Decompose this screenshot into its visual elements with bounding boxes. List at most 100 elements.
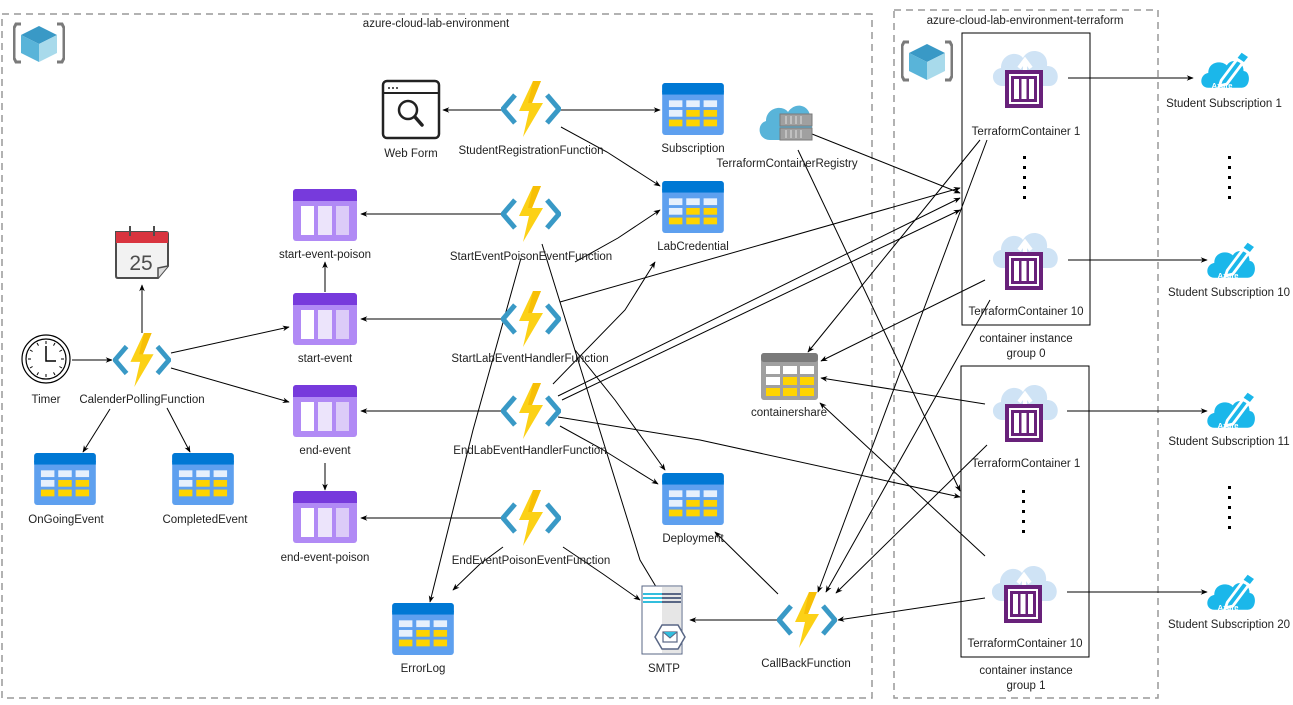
calendar-day: 25 <box>129 252 152 275</box>
node-label: Student Subscription 20 <box>1168 619 1290 631</box>
azure-function-icon <box>779 592 835 648</box>
storage-table-icon <box>662 83 724 135</box>
edge <box>825 299 991 593</box>
edge <box>819 402 986 557</box>
ellipsis-cig0 <box>1023 156 1026 199</box>
node-label: StartLabEventHandlerFunction <box>451 353 608 365</box>
edge <box>835 444 988 594</box>
edge <box>714 531 779 595</box>
node-calendar[interactable]: 25 <box>115 226 169 279</box>
ellipsis-subs-1 <box>1228 156 1231 199</box>
azure-badge: Azure <box>1218 603 1239 612</box>
edge <box>837 597 986 622</box>
edge <box>428 257 522 603</box>
node-label: ErrorLog <box>401 663 446 675</box>
node-label: OnGoingEvent <box>28 514 104 526</box>
calendar-icon: 25 <box>115 226 169 279</box>
cig0-label-line2: group 0 <box>1006 348 1045 360</box>
edge <box>170 325 290 354</box>
container-instance-icon <box>990 231 1060 292</box>
node-student-subscription-11[interactable]: Azure Student Subscription 11 <box>1168 392 1290 448</box>
node-student-subscription-20[interactable]: Azure Student Subscription 20 <box>1168 574 1290 631</box>
cig1-label-line2: group 1 <box>1006 680 1045 692</box>
node-end-lab-event-handler-function[interactable]: EndLabEventHandlerFunction <box>453 383 607 457</box>
storage-table-icon <box>662 473 724 525</box>
node-containershare[interactable]: containershare <box>751 353 827 419</box>
cig0-label-line1: container instance <box>979 333 1072 345</box>
node-student-subscription-10[interactable]: Azure Student Subscription 10 <box>1168 242 1290 299</box>
node-label: TerraformContainer 10 <box>968 306 1083 318</box>
node-ongoing-event-table[interactable]: OnGoingEvent <box>28 453 105 526</box>
node-label: StartEventPoisonEventFunction <box>450 251 612 263</box>
container-instance-icon <box>990 49 1060 110</box>
node-label: start-event-poison <box>279 249 371 261</box>
node-web-form[interactable]: Web Form <box>381 79 441 160</box>
ellipsis-subs-2 <box>1228 486 1231 529</box>
edge <box>541 243 665 601</box>
storage-table-icon <box>662 181 724 233</box>
node-label: Student Subscription 1 <box>1166 98 1282 110</box>
node-subscription-table[interactable]: Subscription <box>661 83 725 155</box>
node-student-registration-function[interactable]: StudentRegistrationFunction <box>458 81 604 157</box>
node-start-event-poison-queue[interactable]: start-event-poison <box>279 189 371 261</box>
group-azure-cloud-lab-environment <box>1 13 873 699</box>
node-start-lab-event-handler-function[interactable]: StartLabEventHandlerFunction <box>451 291 609 365</box>
azure-function-icon <box>115 333 169 387</box>
node-terraform-container-g0-1[interactable]: TerraformContainer 1 <box>972 49 1081 138</box>
smtp-server-icon <box>641 585 686 655</box>
azure-function-icon <box>503 383 559 439</box>
file-share-icon <box>761 353 818 400</box>
node-end-event-poison-queue[interactable]: end-event-poison <box>281 491 370 564</box>
edge <box>452 546 504 591</box>
container-instance-icon <box>990 383 1060 444</box>
node-label: EndLabEventHandlerFunction <box>453 445 606 457</box>
edge <box>562 546 641 601</box>
azure-function-icon <box>503 81 559 137</box>
node-deployment-table[interactable]: Deployment <box>662 473 724 545</box>
node-end-event-queue[interactable]: end-event <box>293 385 357 457</box>
resource-group-icon <box>901 40 953 82</box>
node-end-event-poison-function[interactable]: EndEventPoisonEventFunction <box>452 490 611 567</box>
node-terraform-container-registry[interactable]: TerraformContainerRegistry <box>716 105 858 170</box>
azure-function-icon <box>503 490 559 546</box>
node-terraform-container-g1-10[interactable]: TerraformContainer 10 <box>967 564 1083 650</box>
node-start-event-poison-function[interactable]: StartEventPoisonEventFunction <box>450 186 612 263</box>
container-instance-group-0[interactable] <box>961 32 1091 326</box>
container-instance-icon <box>989 564 1059 625</box>
azure-function-icon <box>503 186 559 242</box>
azure-badge: Azure <box>1218 421 1239 430</box>
storage-queue-icon <box>293 491 357 543</box>
node-callback-function[interactable]: CallBackFunction <box>761 592 851 670</box>
node-smtp[interactable]: SMTP <box>641 585 686 675</box>
edge <box>820 279 986 362</box>
container-registry-icon <box>759 105 813 141</box>
edge <box>82 408 111 453</box>
storage-queue-icon <box>293 293 357 345</box>
edge <box>807 139 981 353</box>
edge <box>561 209 961 401</box>
container-instance-group-1[interactable] <box>960 365 1090 658</box>
node-label: TerraformContainer 1 <box>972 126 1081 138</box>
edge <box>552 261 656 385</box>
azure-badge: Azure <box>1218 271 1239 280</box>
node-error-log-table[interactable]: ErrorLog <box>392 603 454 675</box>
node-terraform-container-g0-10[interactable]: TerraformContainer 10 <box>968 231 1084 318</box>
node-label: StudentRegistrationFunction <box>458 145 603 157</box>
node-label: TerraformContainerRegistry <box>716 158 857 170</box>
node-start-event-queue[interactable]: start-event <box>293 293 357 365</box>
node-completed-event-table[interactable]: CompletedEvent <box>162 453 248 526</box>
node-student-subscription-1[interactable]: Azure Student Subscription 1 <box>1166 52 1282 110</box>
ellipsis-cig1 <box>1022 490 1025 533</box>
node-label: Subscription <box>661 143 724 155</box>
node-calendar-polling-function[interactable]: CalenderPollingFunction <box>79 333 205 406</box>
edge <box>817 139 988 593</box>
node-lab-credential-table[interactable]: LabCredential <box>657 181 729 253</box>
node-label: Web Form <box>384 148 437 160</box>
edge <box>820 376 986 405</box>
node-terraform-container-g1-1[interactable]: TerraformContainer 1 <box>972 383 1081 470</box>
node-label: CalenderPollingFunction <box>79 394 204 406</box>
node-label: end-event <box>299 445 351 457</box>
node-timer[interactable]: Timer <box>21 334 71 406</box>
node-label: TerraformContainer 1 <box>972 458 1081 470</box>
